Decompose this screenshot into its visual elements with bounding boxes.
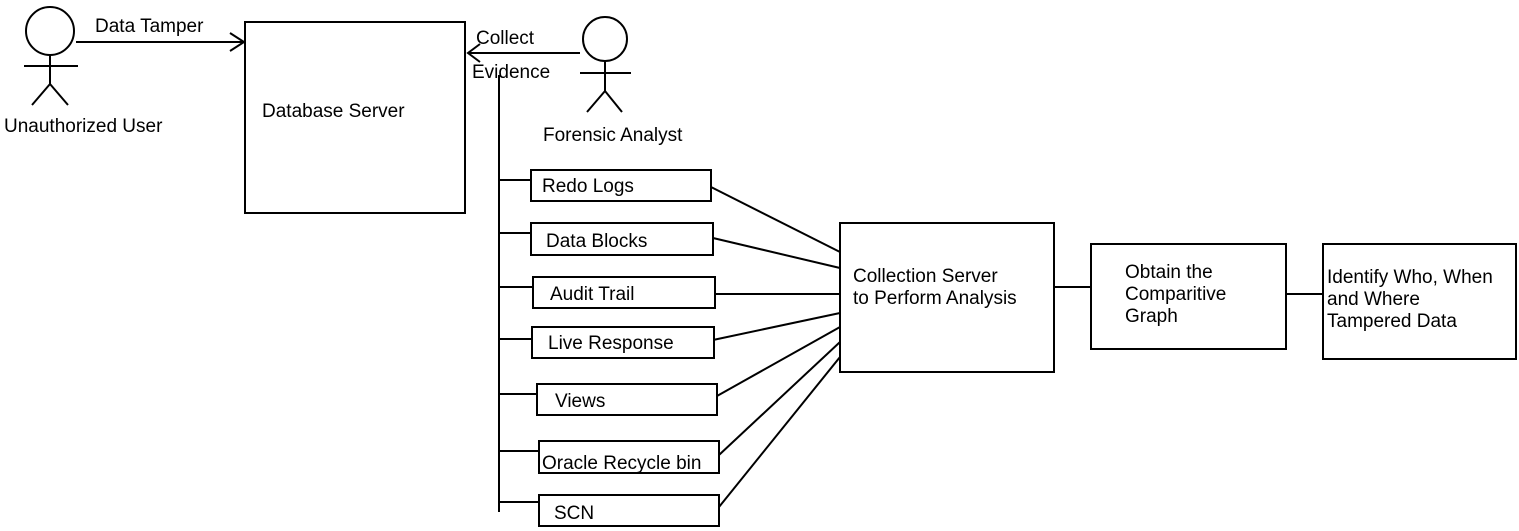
database-server-label: Database Server	[262, 101, 405, 122]
data-tamper-label: Data Tamper	[95, 16, 204, 37]
comparative-graph-box: Obtain the Comparitive Graph	[1090, 243, 1287, 350]
database-server-box: Database Server	[244, 21, 466, 214]
evidence-source-label: Live Response	[548, 333, 674, 354]
evidence-source-box: SCN	[538, 494, 720, 527]
evidence-source-label: Redo Logs	[542, 176, 634, 197]
evidence-source-label: Audit Trail	[550, 284, 635, 305]
forensic-analyst-figure	[580, 16, 631, 113]
identify-line: Tampered Data	[1327, 311, 1457, 332]
evidence-source-label: SCN	[554, 503, 595, 524]
identify-box: Identify Who, When and Where Tampered Da…	[1322, 243, 1517, 360]
collection-server-line: to Perform Analysis	[853, 288, 1017, 309]
identify-line: and Where	[1327, 289, 1420, 310]
unauthorized-user-label: Unauthorized User	[4, 116, 163, 137]
evidence-label: Evidence	[472, 62, 551, 83]
collection-server-line: Collection Server	[853, 266, 998, 287]
forensic-analyst-label: Forensic Analyst	[543, 125, 683, 146]
evidence-source-box: Data Blocks	[530, 222, 714, 256]
collect-label: Collect	[476, 28, 535, 49]
unauthorized-user-figure	[24, 6, 78, 106]
evidence-source-box: Live Response	[531, 326, 715, 359]
comparative-graph-line: Obtain the	[1125, 262, 1213, 283]
evidence-source-label: Views	[555, 391, 606, 412]
collection-server-box: Collection Server to Perform Analysis	[839, 222, 1055, 373]
comparative-graph-line: Comparitive	[1125, 284, 1227, 305]
identify-line: Identify Who, When	[1327, 267, 1493, 288]
evidence-source-box: Views	[536, 383, 718, 416]
evidence-source-label: Oracle Recycle bin	[542, 453, 702, 474]
evidence-source-label: Data Blocks	[546, 231, 648, 252]
comparative-graph-line: Graph	[1125, 306, 1178, 327]
evidence-source-box: Oracle Recycle bin	[538, 440, 720, 474]
evidence-source-box: Redo Logs	[530, 169, 712, 202]
evidence-source-box: Audit Trail	[532, 276, 716, 309]
